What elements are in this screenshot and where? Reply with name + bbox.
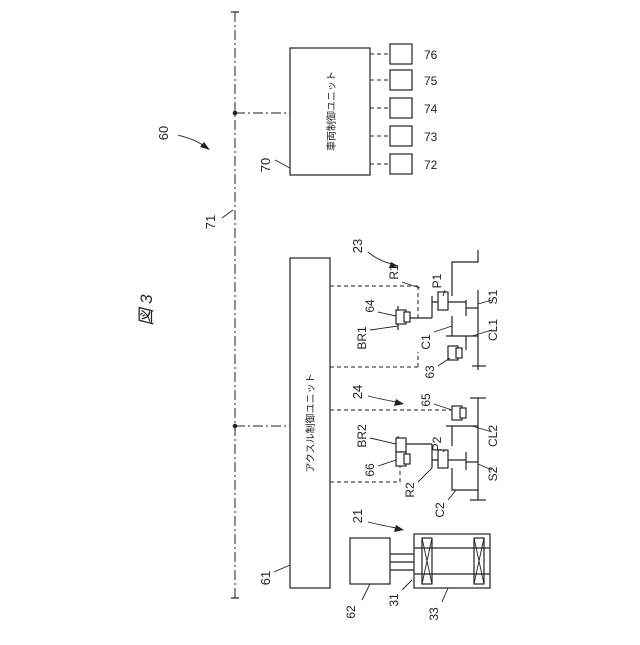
gb1-brake-actuator-leader [378,312,396,316]
gb1-clutch-actuator-leader [438,358,450,366]
gb2-brake-actuator-leader [378,460,396,466]
gearbox-1-ref-leader [368,252,392,264]
gb2-brake-actuator-ref: 66 [363,463,377,477]
motor-assembly-ref-leader [368,522,396,528]
gb1-output-shaft [452,250,478,296]
system-ref-arrowhead [200,142,210,150]
figure-title: 図 3 [137,294,156,326]
gb1-ring-label: R1 [387,264,401,280]
peripheral-ref-72: 72 [424,158,438,172]
gb2-brake-actuator-upper [396,438,406,452]
gb2-output-carrier [452,468,478,500]
gb2-clutch-actuator-leader [434,404,452,410]
gb1-carrier-label: C1 [419,334,433,350]
shaft-ref-leader [402,580,412,590]
gb1-brake-pad [404,312,410,322]
peripheral-box-72 [390,154,412,174]
motor-ref: 33 [427,607,441,621]
gb1-sun-label: S1 [486,289,500,304]
shaft-ref: 31 [387,593,401,607]
gb1-ring-leader [402,282,420,288]
motor-ref-leader [442,588,448,602]
gb2-clutch-actuator-ref: 65 [419,393,433,407]
vehicle-unit-ref-leader [275,160,290,168]
gb2-brake-pad [404,454,410,464]
peripheral-box-74 [390,98,412,118]
gb2-brake-label: BR2 [355,424,369,448]
gb2-planet-label: P2 [430,436,444,451]
gb2-clutch-pad [460,408,466,418]
gb1-clutch-actuator-ref: 63 [423,365,437,379]
gearbox-2-ref-leader [368,396,396,402]
peripheral-ref-76: 76 [424,48,438,62]
motor-assembly-ref: 21 [350,509,365,523]
axle-unit-ref-leader [274,565,290,572]
gb1-clutch-label: CL1 [486,319,500,341]
inverter-ref-leader [362,584,370,600]
gb1-carrier-leader [434,326,452,332]
peripheral-ref-74: 74 [424,102,438,116]
gb1-brake-actuator-ref: 64 [363,299,377,313]
gb2-ring-leader [418,468,432,482]
gb1-clutch-pad [456,348,462,358]
gb2-ring-label: R2 [403,482,417,498]
gb2-planet-gear [438,450,448,468]
bus-ref-label: 71 [203,215,218,229]
system-ref-label: 60 [156,126,171,140]
peripheral-box-73 [390,126,412,146]
gb2-brake-leader [370,438,396,444]
inverter-box [350,538,390,584]
gb2-clutch-label: CL2 [486,425,500,447]
inverter-ref: 62 [344,605,358,619]
gb1-brake-label: BR1 [355,326,369,350]
system-ref-leader [178,135,204,146]
gearbox-1-ref: 23 [350,239,365,253]
peripheral-box-76 [390,44,412,64]
bus-ref-leader [222,210,233,218]
gb2-carrier-leader [448,490,456,500]
axle-unit-ref-label: 61 [258,571,273,585]
gearbox-2-ref-arrowhead [394,399,404,406]
gb1-planet-label: P1 [430,273,444,288]
gb2-carrier-label: C2 [433,502,447,518]
vehicle-unit-ref-label: 70 [258,158,273,172]
gearbox-2-ref: 24 [350,385,365,399]
gb1-brake-leader [370,326,398,330]
peripheral-ref-75: 75 [424,74,438,88]
peripheral-box-75 [390,70,412,90]
axle-control-unit-label: アクスル制御ユニット [304,373,317,472]
vehicle-control-unit-label: 車両制御ユニット [325,71,338,151]
motor-assembly-ref-arrowhead [394,525,404,532]
peripheral-ref-73: 73 [424,130,438,144]
